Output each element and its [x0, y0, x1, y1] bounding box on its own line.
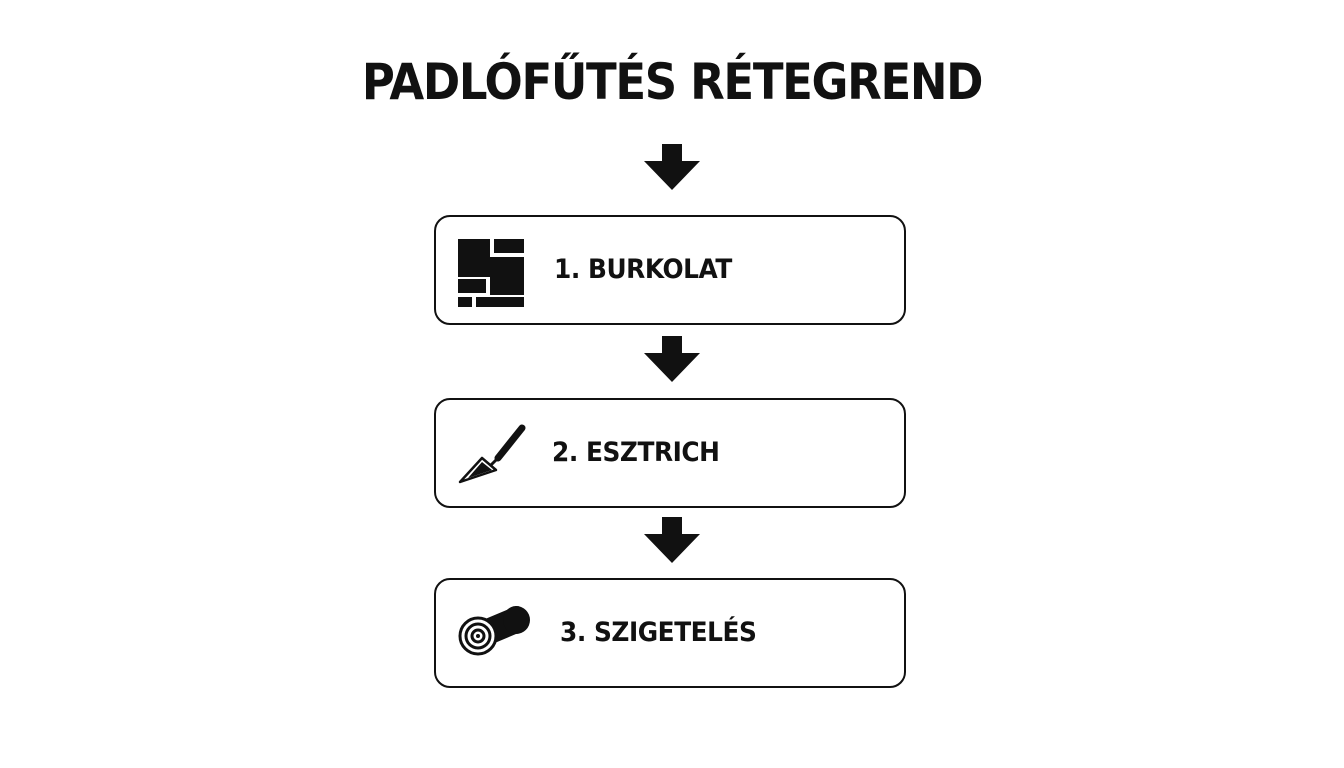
layer-label: 1. BURKOLAT [554, 254, 732, 285]
layer-box-esztrich: 2. ESZTRICH [434, 398, 906, 508]
layer-box-burkolat: 1. BURKOLAT [434, 215, 906, 325]
tile-icon [454, 235, 530, 307]
insulation-roll-icon [454, 598, 530, 670]
layer-label: 2. ESZTRICH [552, 437, 720, 468]
down-arrow-icon [644, 517, 700, 563]
down-arrow-icon [644, 336, 700, 382]
layer-label: 3. SZIGETELÉS [560, 617, 757, 648]
diagram-title: PADLÓFŰTÉS RÉTEGREND [361, 53, 984, 111]
layer-box-szigeteles: 3. SZIGETELÉS [434, 578, 906, 688]
trowel-icon [454, 418, 530, 490]
down-arrow-icon [644, 144, 700, 190]
